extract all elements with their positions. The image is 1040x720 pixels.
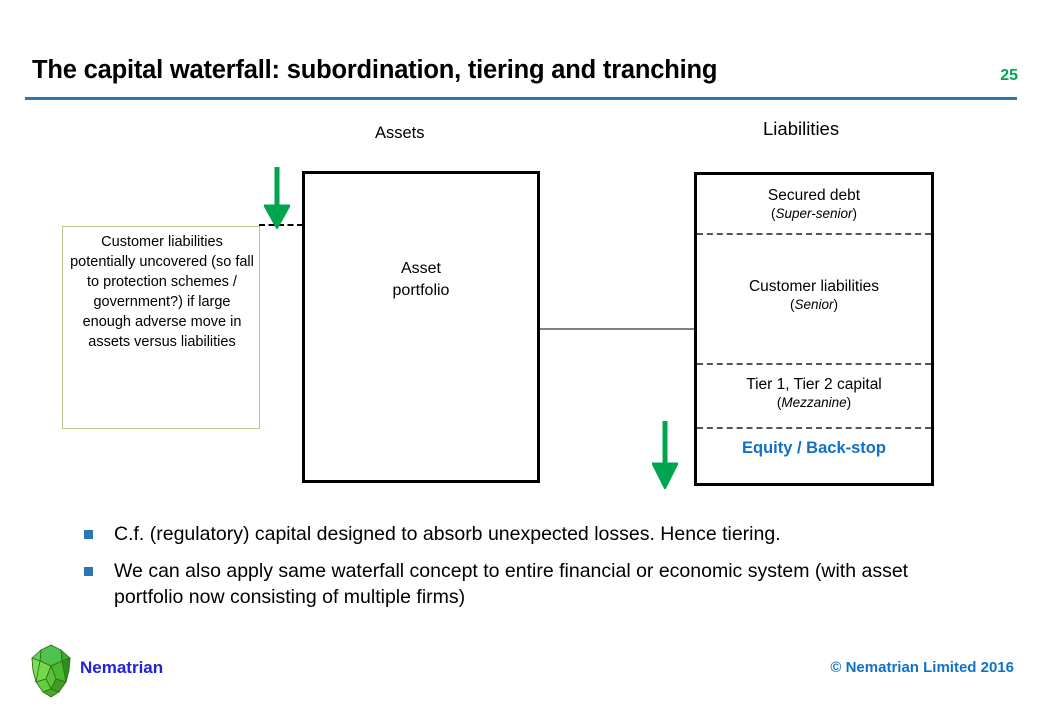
tranche-name: Secured debt <box>767 187 861 204</box>
tranche-tier1-tier2-capital: Tier 1, Tier 2 capital (Mezzanine) <box>697 375 931 412</box>
tranche-rank: (Super-senior) <box>770 206 858 221</box>
tranche-rank: (Mezzanine) <box>776 395 852 410</box>
bullet-text: We can also apply same waterfall concept… <box>114 560 909 608</box>
tranche-divider-2 <box>697 363 931 365</box>
list-item: We can also apply same waterfall concept… <box>78 558 978 610</box>
page-number: 25 <box>1000 67 1018 84</box>
copyright-notice: © Nematrian Limited 2016 <box>830 659 1014 676</box>
tranche-rank-text: Mezzanine <box>781 395 847 410</box>
tranche-name: Customer liabilities <box>748 278 880 295</box>
tranche-rank-text: Super-senior <box>775 206 853 221</box>
customer-liabilities-callout-box: Customer liabilities potentially uncover… <box>62 226 260 429</box>
tranche-secured-debt: Secured debt (Super-senior) <box>697 186 931 223</box>
bullet-text: C.f. (regulatory) capital designed to ab… <box>114 523 781 545</box>
green-polyhedron-logo-icon <box>28 644 74 698</box>
bullet-square-icon <box>84 567 93 576</box>
bullet-square-icon <box>84 530 93 539</box>
bullet-list: C.f. (regulatory) capital designed to ab… <box>78 521 978 621</box>
customer-liabilities-callout-text: Customer liabilities potentially uncover… <box>70 234 254 350</box>
tranche-name: Tier 1, Tier 2 capital <box>746 376 882 393</box>
callout-dashed-connector <box>259 224 303 226</box>
tranche-divider-1 <box>697 233 931 235</box>
assets-down-arrow-icon <box>262 167 292 234</box>
tranche-rank: (Senior) <box>789 297 839 312</box>
tranche-rank-text: Senior <box>794 297 834 312</box>
liabilities-stack-box: Secured debt (Super-senior) Customer lia… <box>694 172 934 486</box>
tranche-equity-backstop: Equity / Back-stop <box>742 439 886 457</box>
list-item: C.f. (regulatory) capital designed to ab… <box>78 521 978 547</box>
tranche-customer-liabilities: Customer liabilities (Senior) <box>697 277 931 314</box>
liabilities-column-label: Liabilities <box>763 118 840 139</box>
page-title: The capital waterfall: subordination, ti… <box>32 56 718 84</box>
assets-liabilities-connector-line <box>540 328 696 330</box>
tranche-divider-3 <box>697 427 931 429</box>
brand-name: Nematrian <box>80 658 164 677</box>
liabilities-down-arrow-icon <box>650 421 680 494</box>
asset-portfolio-label: Asset portfolio <box>392 260 450 299</box>
asset-portfolio-box: Asset portfolio <box>302 171 540 483</box>
assets-column-label: Assets <box>375 124 425 142</box>
title-underline-rule <box>25 97 1017 100</box>
